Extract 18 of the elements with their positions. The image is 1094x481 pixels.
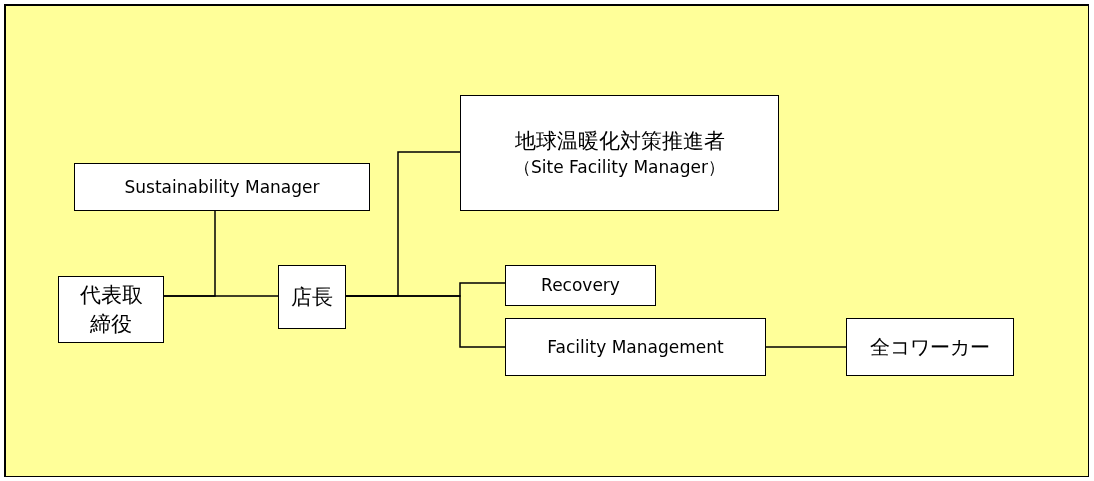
- role-title: Sustainability Manager: [124, 175, 320, 199]
- role-title: Facility Management: [547, 335, 724, 359]
- org-box: [505, 265, 656, 306]
- role-title: 全コワーカー: [870, 333, 990, 361]
- connector-line: [345, 295, 506, 348]
- org-box: [278, 265, 346, 329]
- connector-line: [163, 295, 279, 297]
- role-title: 地球温暖化対策推進者: [514, 128, 725, 156]
- org-box: [460, 95, 779, 211]
- role-title: 代表取締役: [78, 282, 144, 338]
- org-box: [74, 163, 370, 211]
- role-title: Recovery: [541, 274, 620, 297]
- role-title: 店長: [291, 283, 333, 311]
- org-box: [846, 318, 1014, 376]
- org-box: [58, 276, 164, 343]
- connector-line: [765, 346, 847, 348]
- role-subtitle: （Site Facility Manager）: [514, 155, 725, 179]
- org-box: [505, 318, 766, 376]
